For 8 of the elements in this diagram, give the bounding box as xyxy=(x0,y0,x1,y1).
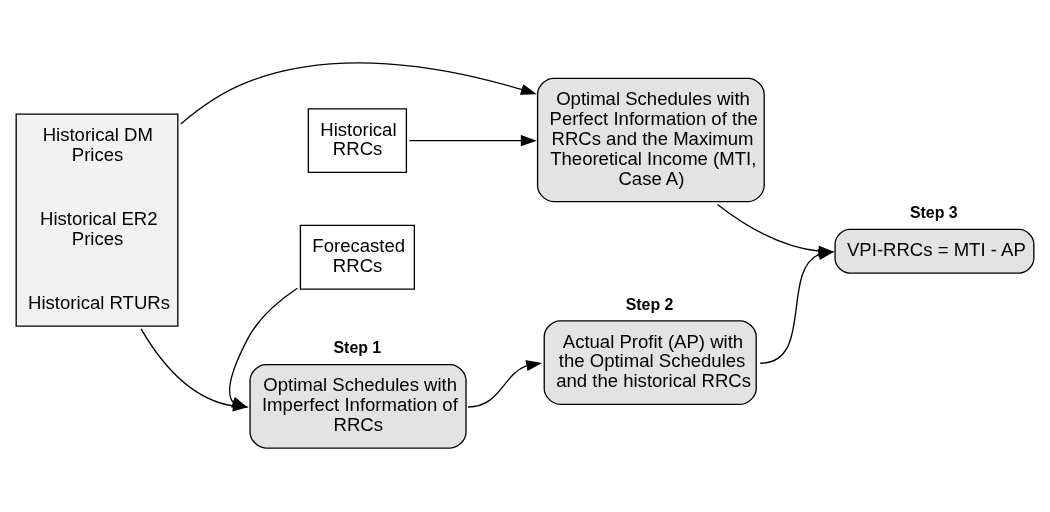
arrow xyxy=(408,134,537,146)
arrow xyxy=(467,359,543,408)
node-label: Step 2 xyxy=(625,295,674,313)
arrow xyxy=(228,287,299,408)
node-label: Step 1 xyxy=(333,338,382,356)
node-label: Step 3 xyxy=(909,203,958,221)
arrow xyxy=(716,203,835,257)
arrow xyxy=(180,61,537,125)
